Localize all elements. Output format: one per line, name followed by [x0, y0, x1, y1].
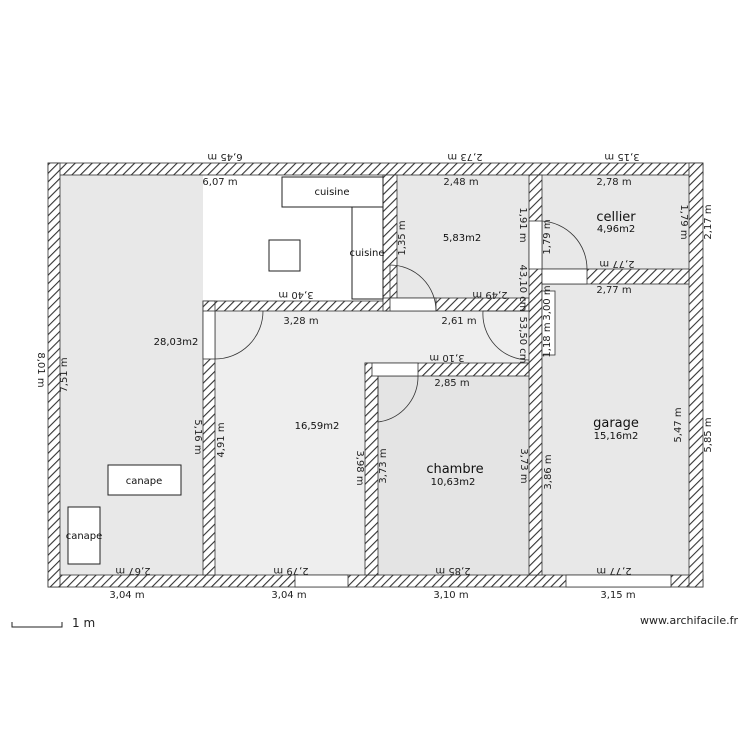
- dim-chambre-top-outer: 3,10 m: [429, 352, 464, 363]
- cuisine-floor: [397, 175, 529, 298]
- swing-salon: [214, 310, 264, 360]
- door-swings: [214, 220, 588, 423]
- chambre-area: 10,63m2: [431, 477, 476, 488]
- scale-bar: 1 m: [11, 616, 95, 630]
- door-cellier-garage: [541, 268, 588, 285]
- cuisine-counter-h: [281, 176, 384, 208]
- dim-bottom-outer-1: 3,04 m: [109, 590, 144, 601]
- dim-bottom-outer-2: 3,04 m: [271, 590, 306, 601]
- dim-top-inner-right: 2,78 m: [596, 177, 631, 188]
- dim-sejour-right: 3,98 m: [354, 450, 365, 485]
- dim-hall-right-2: 1,18 m: [542, 322, 553, 357]
- wall-salon-sejour: [202, 300, 216, 576]
- garage-area: 15,16m2: [594, 431, 639, 442]
- furniture: [67, 176, 384, 565]
- garage-name: garage: [593, 416, 639, 431]
- dim-right-outer-bottom: 5,85 m: [703, 417, 714, 452]
- dim-cellier-bottom-inner: 2,77 m: [599, 258, 634, 269]
- dim-cuisine-left-height: 1,35 m: [397, 220, 408, 255]
- cellier-area: 4,96m2: [597, 224, 635, 235]
- swing-cellier: [541, 220, 588, 270]
- dim-chambre-right: 3,73 m: [518, 448, 529, 483]
- dim-cuisine-bottom: 2,49 m: [472, 289, 507, 300]
- cuisine-label-h: cuisine: [314, 187, 349, 198]
- door-salon-sejour: [202, 310, 216, 360]
- cuisine-counter-v: [351, 206, 384, 300]
- openings: [202, 220, 672, 588]
- dim-left-inner: 7,51 m: [59, 357, 70, 392]
- front-door: [294, 574, 349, 588]
- chambre-floor: [378, 376, 529, 575]
- dim-top-inner-left: 6,07 m: [202, 177, 237, 188]
- dim-hall-mid: 2,61 m: [441, 316, 476, 327]
- dim-top-outer-right: 3,15 m: [604, 151, 639, 162]
- door-chambre: [371, 362, 419, 377]
- dim-sejour-left-inner: 4,91 m: [216, 422, 227, 457]
- dim-top-outer-mid: 2,73 m: [447, 151, 482, 162]
- dim-hall-top: 3,28 m: [283, 316, 318, 327]
- dim-bottom-outer-3: 3,10 m: [433, 590, 468, 601]
- dim-bottom-outer-4: 3,15 m: [600, 590, 635, 601]
- dim-garage-height: 5,47 m: [673, 407, 684, 442]
- cellier-floor: [542, 175, 689, 269]
- wall-salon-hall: [202, 300, 390, 312]
- dim-bottom-inner-1: 2,67 m: [115, 565, 150, 576]
- swing-hall: [482, 310, 530, 361]
- dim-garage-bottom-inner: 2,77 m: [596, 565, 631, 576]
- wall-right: [688, 162, 704, 588]
- table: [268, 239, 301, 272]
- cuisine-area: 5,83m2: [443, 233, 481, 244]
- chambre-name: chambre: [426, 462, 483, 477]
- swing-chambre: [377, 375, 419, 423]
- sejour-area: 16,59m2: [295, 421, 340, 432]
- cellier-name: cellier: [596, 210, 636, 225]
- dim-cellier-height: 1,79 m: [678, 204, 689, 239]
- dim-right-outer-top: 2,17 m: [703, 204, 714, 239]
- dim-garage-top: 2,77 m: [596, 285, 631, 296]
- dim-hall-right-1: 3,00 m: [542, 285, 553, 320]
- scale-bar-line: [11, 622, 63, 628]
- dim-bottom-inner-2: 2,79 m: [273, 565, 308, 576]
- dim-top-inner-mid: 2,48 m: [443, 177, 478, 188]
- dim-sejour-left-outer: 5,16 m: [192, 419, 203, 454]
- garage-door: [565, 574, 672, 588]
- scale-label: 1 m: [72, 616, 95, 630]
- salon-area: 28,03m2: [154, 337, 199, 348]
- canape-label-2: canape: [66, 531, 103, 542]
- garage-floor: [542, 284, 689, 575]
- dim-salon-right-wall-top: 3,40 m: [278, 289, 313, 300]
- door-hall-garage: [541, 290, 556, 356]
- canape-1-shape: [107, 464, 182, 496]
- dim-garage-left: 3,86 m: [543, 454, 554, 489]
- canape-2-shape: [67, 506, 101, 565]
- dim-hall-cm1: 43,10 cm: [517, 264, 528, 311]
- swing-cuisine: [389, 264, 437, 312]
- wall-left: [47, 162, 61, 588]
- watermark: www.archifacile.fr: [640, 614, 738, 627]
- dim-chambre-top-inner: 2,85 m: [434, 378, 469, 389]
- dim-cellier-height-left: 1,79 m: [542, 219, 553, 254]
- dim-chambre-left: 3,73 m: [378, 448, 389, 483]
- room-floors: [60, 175, 689, 575]
- door-cuisine: [389, 297, 437, 312]
- cuisine-label-v: cuisine: [349, 248, 384, 259]
- canape-label-1: canape: [126, 476, 163, 487]
- wall-chambre-left: [364, 362, 379, 576]
- dim-left-outer: 8,01 m: [35, 352, 46, 387]
- dim-hall-cm2: 53,50 cm: [517, 316, 528, 363]
- dim-bottom-inner-3: 2,85 m: [435, 565, 470, 576]
- walls: [47, 162, 704, 588]
- sejour-floor: [215, 311, 365, 575]
- dim-top-outer-left: 6,45 m: [207, 151, 242, 162]
- wall-top: [47, 162, 704, 176]
- dim-cuisine-height: 1,91 m: [517, 207, 528, 242]
- door-cellier: [528, 220, 543, 270]
